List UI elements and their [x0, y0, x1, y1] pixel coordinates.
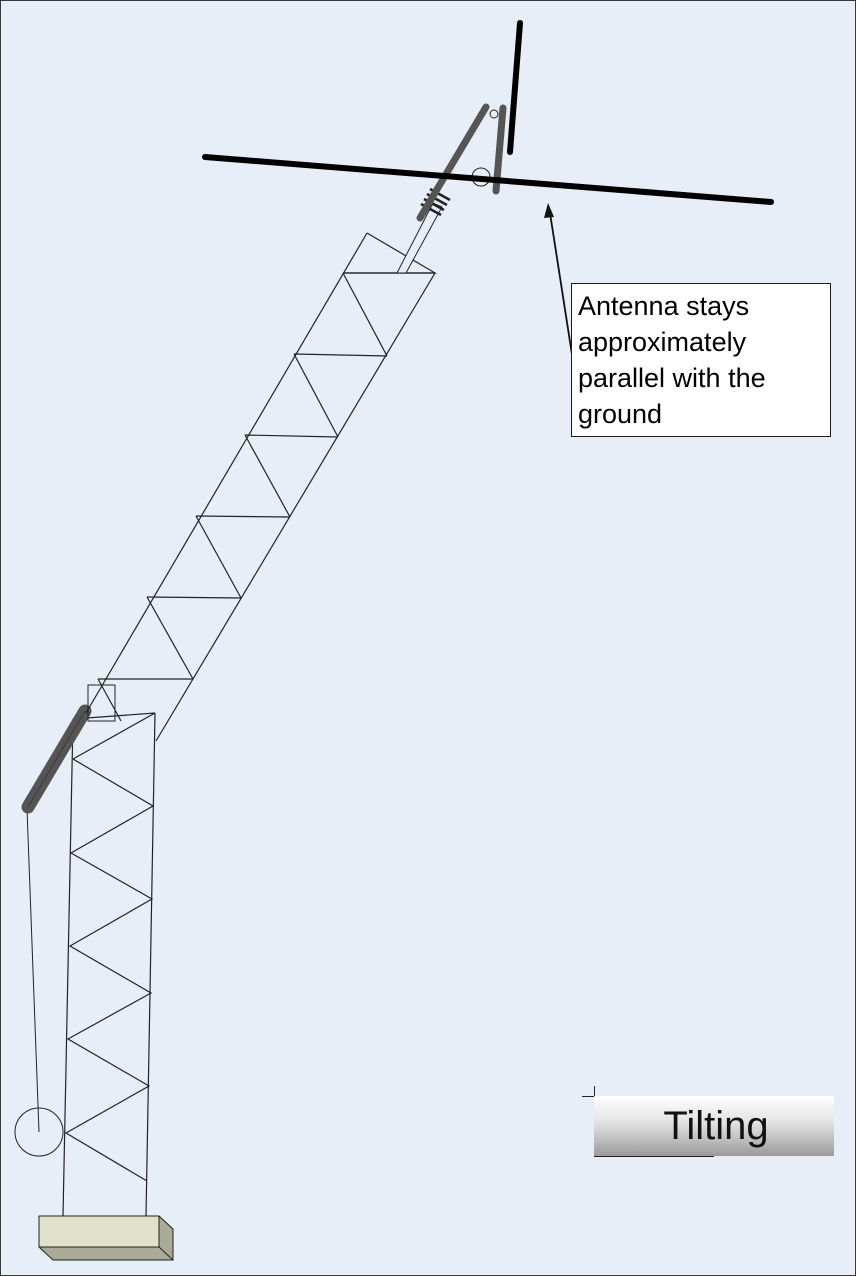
concrete-base [38, 1215, 174, 1261]
upper-tilting-section [85, 232, 438, 742]
callout-arrow [544, 203, 574, 362]
callout-line: parallel with the [578, 363, 766, 393]
tilt-link [492, 104, 507, 195]
title-frame-bottom [594, 1156, 714, 1157]
tilt-arm [416, 103, 490, 222]
pivot-small [489, 109, 499, 119]
callout-note: Antenna stays approximately parallel wit… [571, 283, 831, 437]
lower-tower-section [62, 712, 156, 1217]
diagram-title: Tilting [594, 1096, 834, 1156]
antenna-element [507, 20, 523, 155]
mast-pipe [396, 202, 443, 274]
callout-line: approximately [578, 327, 747, 357]
antenna-boom [202, 154, 774, 205]
callout-line: ground [578, 399, 663, 429]
winch-pulley [14, 808, 64, 1157]
callout-line: Antenna stays [578, 291, 750, 321]
